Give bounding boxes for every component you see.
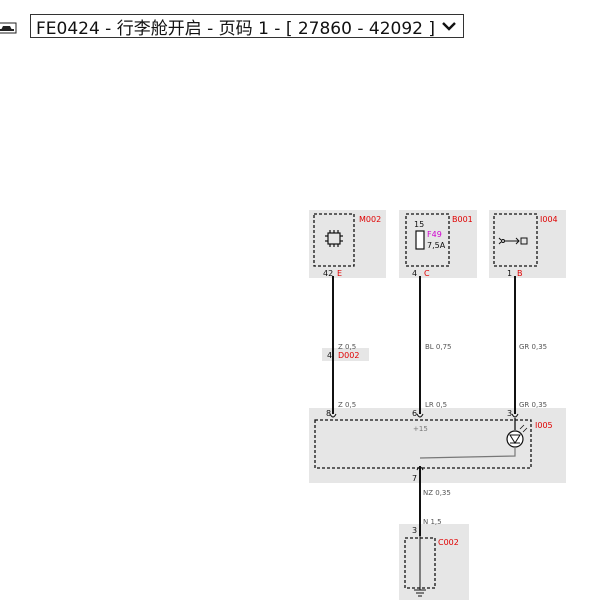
car-icon[interactable] — [0, 20, 18, 36]
light-switch-icon — [498, 237, 528, 245]
label-d002: D002 — [338, 351, 359, 360]
box-m002 — [313, 213, 355, 267]
pin-m002: 42 — [323, 269, 333, 278]
chevron-down-icon — [442, 22, 456, 31]
chip-icon — [325, 230, 343, 247]
lamp-icon — [419, 418, 528, 459]
wire-label: BL 0,75 — [425, 343, 452, 351]
page-selector-value: FE0424 - 行李舱开启 - 页码 1 - [ 27860 - 42092 … — [36, 18, 436, 39]
box-i004 — [493, 213, 538, 267]
fuse-icon — [415, 230, 425, 250]
box-b001 — [405, 213, 450, 267]
panel-m002 — [309, 210, 386, 278]
label-i004: I004 — [540, 215, 558, 224]
fuse-number: 15 — [414, 220, 424, 229]
label-m002: M002 — [359, 215, 381, 224]
fuse-id: F49 — [427, 230, 442, 239]
pin-letter-b001: C — [424, 269, 430, 278]
plus15-label: +15 — [413, 425, 428, 433]
pin-d002: 4 — [327, 351, 332, 360]
panel-i005 — [309, 408, 566, 483]
label-i005: I005 — [535, 421, 553, 430]
fuse-rating: 7,5A — [427, 241, 446, 250]
pin-i005-right: 3 — [507, 409, 512, 418]
wire-label: LR 0,5 — [425, 401, 447, 409]
toolbar: FE0424 - 行李舱开启 - 页码 1 - [ 27860 - 42092 … — [0, 14, 603, 44]
label-b001: B001 — [452, 215, 473, 224]
wire-label: Z 0,5 — [338, 401, 356, 409]
wire-label: NZ 0,35 — [423, 489, 451, 497]
pin-letter-m002: E — [337, 269, 342, 278]
wire-label: GR 0,35 — [519, 343, 547, 351]
pin-marks — [329, 413, 519, 418]
pin-c002: 3 — [412, 526, 417, 535]
panel-c002 — [399, 524, 469, 600]
pin-letter-i004: B — [517, 269, 523, 278]
panel-b001 — [399, 210, 477, 278]
pin-mark-bottom — [416, 466, 424, 471]
wire-label: N 1,5 — [423, 518, 442, 526]
pin-i005-left: 8 — [326, 409, 331, 418]
ground-icon — [414, 536, 426, 597]
pin-i005-mid: 6 — [412, 409, 417, 418]
wire-label: Z 0,5 — [338, 343, 356, 351]
wires — [332, 276, 516, 536]
box-i005 — [314, 419, 532, 469]
page-selector[interactable]: FE0424 - 行李舱开启 - 页码 1 - [ 27860 - 42092 … — [30, 14, 465, 39]
pin-b001: 4 — [412, 269, 417, 278]
label-c002: C002 — [438, 538, 459, 547]
pin-i005-bottom: 7 — [412, 474, 417, 483]
pin-i004: 1 — [507, 269, 512, 278]
wire-label: GR 0,35 — [519, 401, 547, 409]
